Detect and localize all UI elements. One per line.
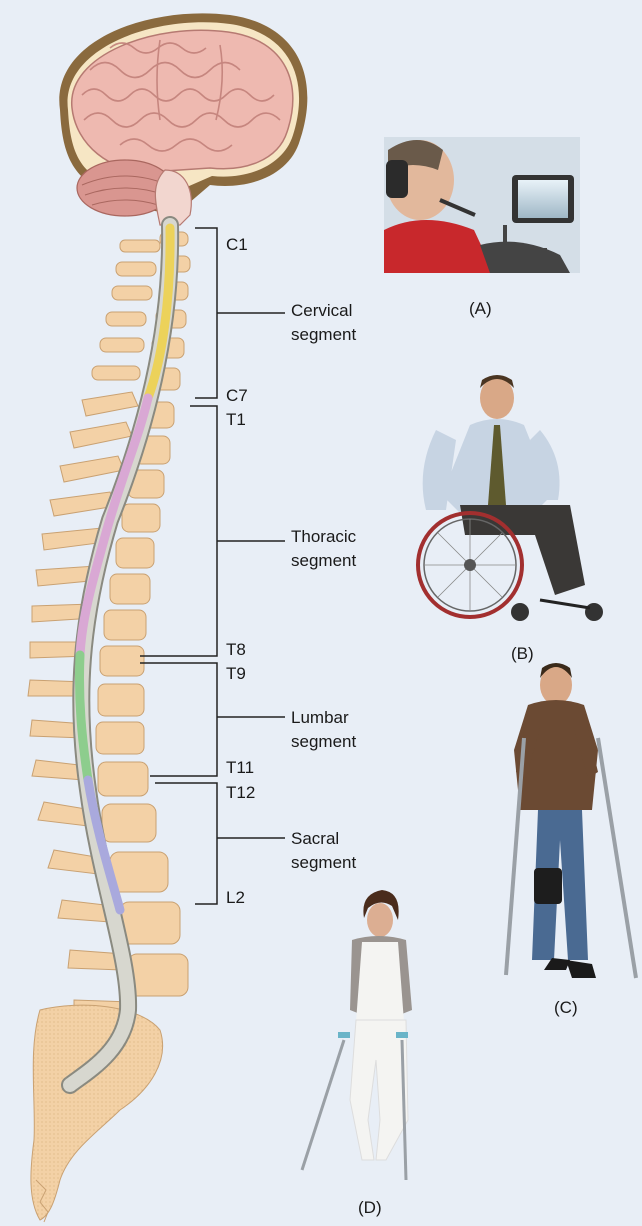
label-l2: L2 xyxy=(226,886,245,910)
label-c7: C7 xyxy=(226,384,248,408)
photo-c-crutches-brace xyxy=(506,663,636,978)
photo-a-ventilator-user xyxy=(384,137,580,273)
label-t11: T11 xyxy=(226,756,254,780)
label-t8: T8 xyxy=(226,638,246,662)
caption-d: (D) xyxy=(358,1198,382,1218)
caption-b: (B) xyxy=(511,644,534,664)
thoracic-segment-label: Thoracic segment xyxy=(291,525,356,573)
label-t1: T1 xyxy=(226,408,246,432)
caption-a: (A) xyxy=(469,299,492,319)
caption-c: (C) xyxy=(554,998,578,1018)
label-t12: T12 xyxy=(226,781,255,805)
cervical-segment-label: Cervical segment xyxy=(291,299,356,347)
label-c1: C1 xyxy=(226,233,248,257)
vertebral-column xyxy=(28,232,190,1222)
lumbar-segment-label: Lumbar segment xyxy=(291,706,356,754)
photo-d-woman-crutches xyxy=(302,890,412,1180)
label-t9: T9 xyxy=(226,662,246,686)
photo-b-wheelchair-user xyxy=(418,375,603,621)
sacral-segment-label: Sacral segment xyxy=(291,827,356,875)
brain-illustration xyxy=(59,13,307,225)
